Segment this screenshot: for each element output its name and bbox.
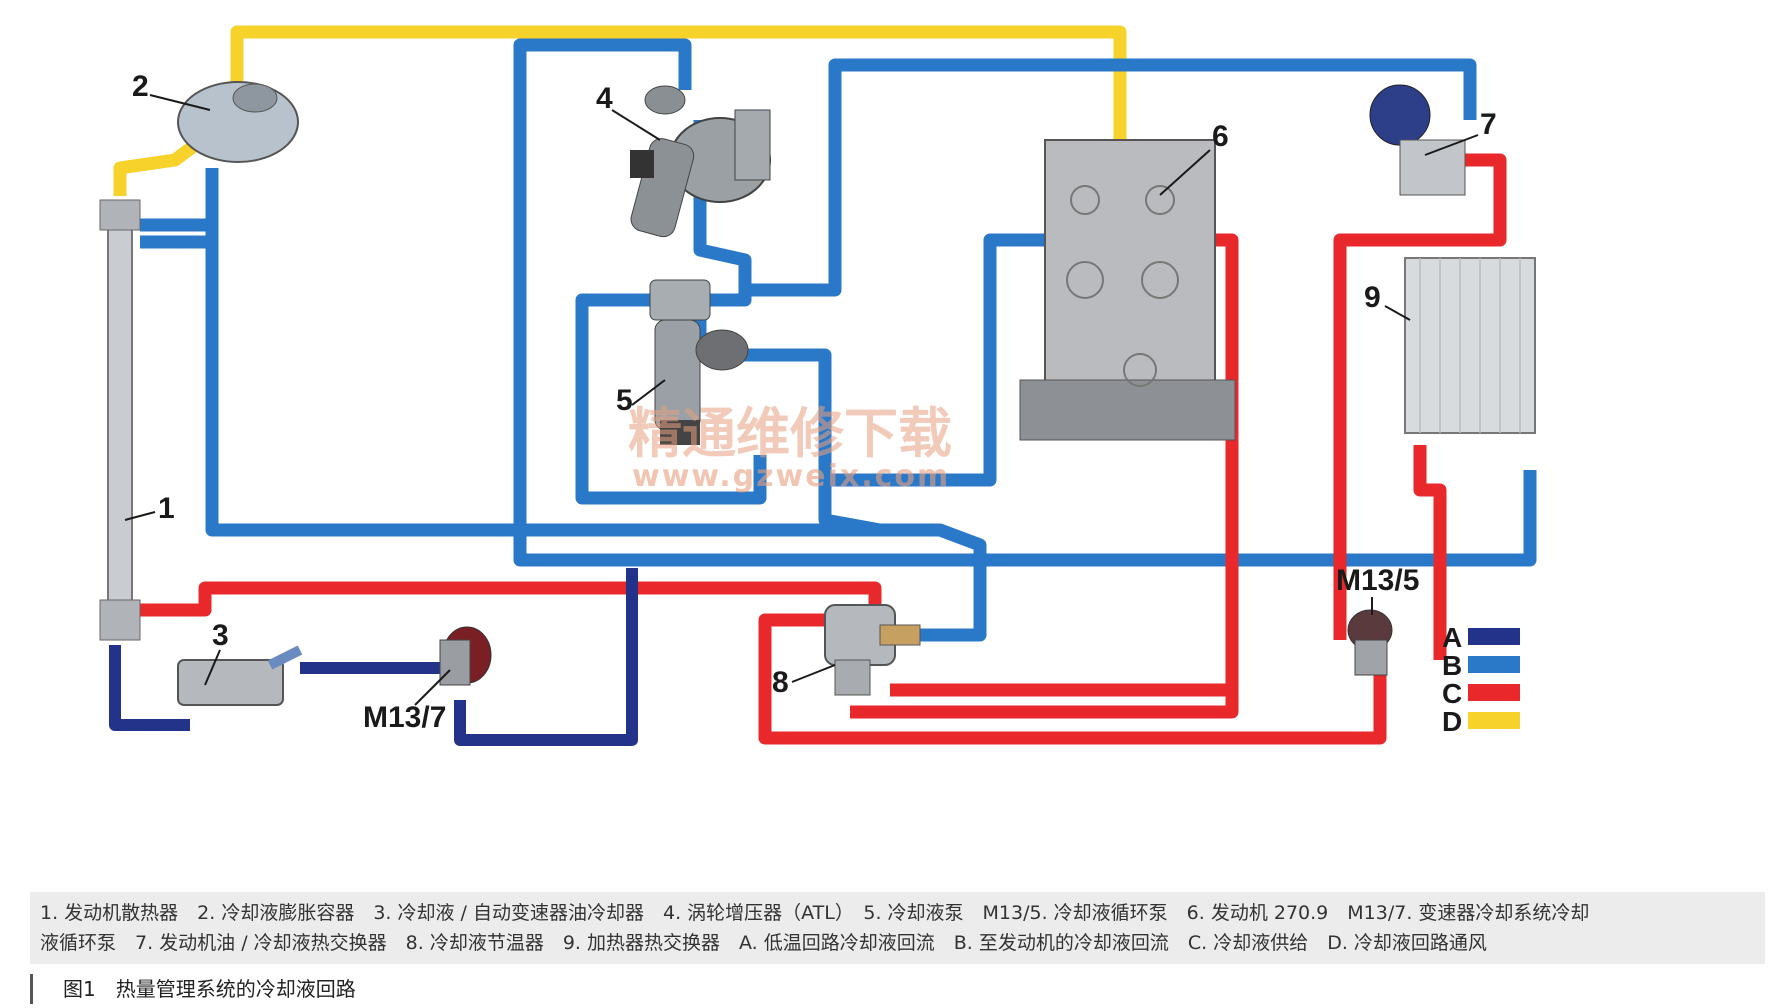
turbocharger bbox=[630, 85, 771, 238]
label-4: 4 bbox=[596, 82, 613, 115]
figure-title: 图1 热量管理系统的冷却液回路 bbox=[30, 974, 356, 1004]
oil-coolant-heat-exchanger bbox=[1369, 84, 1466, 196]
expansion-tank bbox=[177, 81, 299, 163]
low-temp-lines-a bbox=[109, 568, 638, 746]
legend-key-d: D bbox=[1442, 706, 1462, 737]
caption: 1. 发动机散热器 2. 冷却液膨胀容器 3. 冷却液 / 自动变速器油冷却器 … bbox=[30, 892, 1765, 964]
radiator bbox=[99, 199, 141, 641]
legend: A B C D bbox=[1442, 622, 1520, 737]
label-9: 9 bbox=[1364, 281, 1381, 314]
watermark-chinese: 精通维修下载 bbox=[628, 401, 952, 465]
label-3: 3 bbox=[212, 619, 229, 652]
coolant-pump bbox=[649, 279, 749, 445]
legend-swatch-d bbox=[1468, 712, 1520, 729]
coolant-circuit-diagram: 2 4 6 7 9 5 1 3 M13/7 8 M13/5 精通维修下载 www… bbox=[99, 25, 1537, 746]
label-7: 7 bbox=[1480, 108, 1497, 141]
engine bbox=[1019, 139, 1236, 441]
label-m13-5: M13/5 bbox=[1336, 564, 1419, 597]
label-8: 8 bbox=[772, 666, 789, 699]
legend-key-c: C bbox=[1442, 678, 1462, 709]
legend-key-b: B bbox=[1442, 650, 1462, 681]
legend-swatch-c bbox=[1468, 684, 1520, 701]
component-labels: 2 4 6 7 9 5 1 3 M13/7 8 M13/5 bbox=[124, 70, 1497, 734]
legend-key-a: A bbox=[1442, 622, 1462, 653]
label-1: 1 bbox=[158, 492, 175, 525]
heater-heat-exchanger bbox=[1404, 257, 1536, 434]
watermark: 精通维修下载 www.gzweix.com bbox=[628, 401, 952, 494]
label-2: 2 bbox=[132, 70, 149, 103]
oil-cooler bbox=[177, 645, 303, 706]
return-lines-b bbox=[140, 38, 1537, 642]
legend-swatch-a bbox=[1468, 628, 1520, 645]
thermostat bbox=[824, 604, 921, 696]
caption-line-1: 1. 发动机散热器 2. 冷却液膨胀容器 3. 冷却液 / 自动变速器油冷却器 … bbox=[40, 902, 1590, 924]
label-5: 5 bbox=[616, 384, 633, 417]
transmission-coolant-pump bbox=[439, 626, 492, 686]
circulation-pump bbox=[1347, 609, 1393, 676]
watermark-url: www.gzweix.com bbox=[632, 459, 950, 494]
legend-swatch-b bbox=[1468, 656, 1520, 673]
label-m13-7: M13/7 bbox=[363, 701, 446, 734]
label-6: 6 bbox=[1212, 120, 1229, 153]
vent-lines-d bbox=[113, 25, 1127, 196]
caption-line-2: 液循环泵 7. 发动机油 / 冷却液热交换器 8. 冷却液节温器 9. 加热器热… bbox=[40, 932, 1487, 954]
